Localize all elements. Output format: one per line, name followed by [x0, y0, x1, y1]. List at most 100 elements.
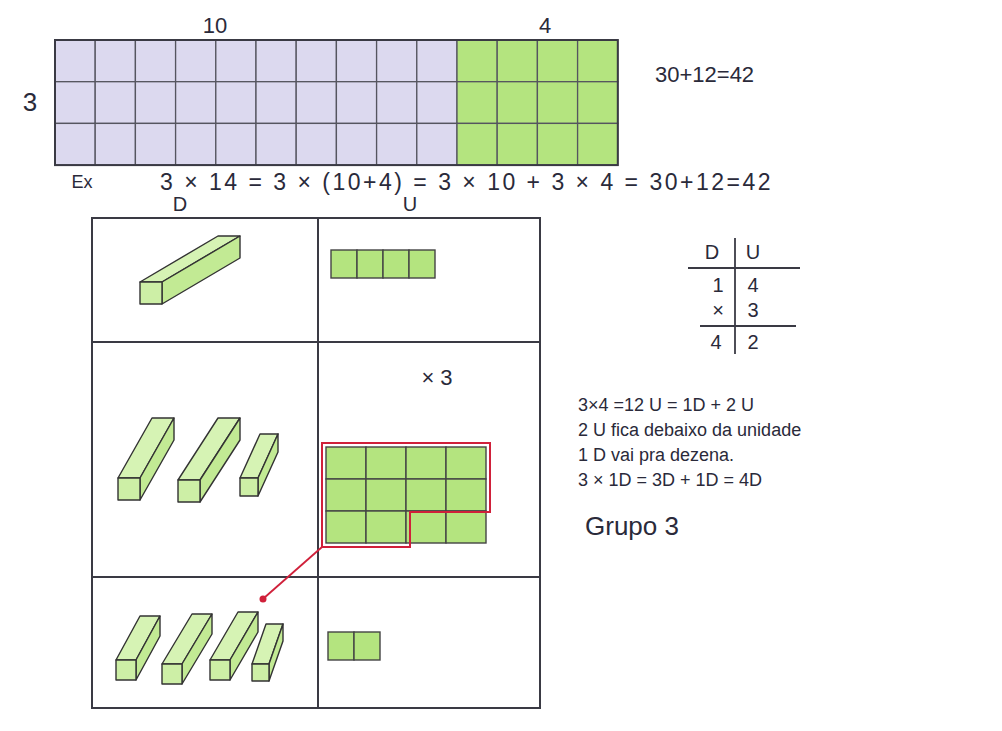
twelve-units — [326, 447, 486, 543]
ten-rod — [252, 624, 283, 681]
ten-rod — [140, 236, 240, 304]
ten-rod — [116, 616, 160, 680]
unit-square — [326, 511, 366, 543]
grid-cell — [537, 123, 577, 165]
grid-cell — [578, 82, 618, 124]
grid-cell — [256, 40, 296, 82]
grid-cell — [578, 40, 618, 82]
ten-rod — [162, 614, 212, 684]
rod-face — [240, 478, 258, 496]
digit: 4 — [710, 331, 721, 354]
rod-face — [178, 480, 200, 502]
unit-square — [357, 250, 383, 278]
table-rule — [317, 218, 319, 708]
ten-rod — [118, 418, 174, 500]
grid-cell — [216, 123, 256, 165]
algorithm-rule — [700, 325, 796, 327]
column-algorithm — [688, 238, 800, 354]
group-signature: Grupo 3 — [585, 512, 679, 542]
grid-cell — [216, 40, 256, 82]
column-count: 10 — [203, 13, 227, 38]
grid-cell — [216, 82, 256, 124]
grid-cell — [296, 82, 336, 124]
unit-square — [383, 250, 409, 278]
ten-rod — [240, 434, 278, 496]
table-rule — [92, 341, 540, 343]
rod-face — [269, 624, 283, 681]
grid-cell — [95, 40, 135, 82]
grid-cell — [296, 40, 336, 82]
unit-square — [366, 479, 406, 511]
grid-cell — [537, 40, 577, 82]
example-mark: Ex — [71, 172, 92, 193]
grid-cell — [336, 40, 376, 82]
unit-square — [446, 479, 486, 511]
grid-cell — [135, 123, 175, 165]
rod-face — [162, 236, 240, 304]
algorithm-rule — [688, 267, 800, 269]
grid-cell — [256, 82, 296, 124]
grid-cell — [377, 40, 417, 82]
grid-cell — [176, 40, 216, 82]
grid-cell — [336, 123, 376, 165]
explanation-note: 1 D vai pra dezena. — [578, 445, 734, 466]
unit-square — [406, 479, 446, 511]
column-header: D — [173, 193, 187, 216]
grid-cell — [95, 82, 135, 124]
table-border — [92, 218, 540, 708]
four-units — [331, 250, 435, 278]
rod-face — [252, 664, 269, 681]
unit-square — [366, 447, 406, 479]
unit-square — [326, 447, 366, 479]
digit: 4 — [747, 274, 758, 297]
rod-face — [118, 478, 140, 500]
column-header: D — [705, 241, 719, 264]
place-value-table — [92, 218, 540, 708]
carry-leader — [264, 547, 322, 598]
explanation-note: 2 U fica debaixo da unidade — [578, 420, 801, 441]
grid-cell — [497, 40, 537, 82]
unit-square — [331, 250, 357, 278]
explanation-note: 3 × 1D = 3D + 1D = 4D — [578, 470, 762, 491]
digit: 3 — [747, 299, 758, 322]
unit-square — [328, 632, 354, 660]
rod-face — [182, 614, 212, 684]
rod-face — [116, 660, 136, 680]
grid-outline — [55, 40, 618, 165]
grid-cell — [95, 123, 135, 165]
column-header: U — [403, 193, 417, 216]
carry-dot — [260, 596, 267, 603]
digit: 2 — [747, 331, 758, 354]
grid-cell — [55, 40, 95, 82]
grid-cell — [176, 82, 216, 124]
grid-cell — [135, 82, 175, 124]
operator: × — [712, 299, 724, 322]
unit-square — [366, 511, 406, 543]
row-count: 3 — [23, 88, 37, 118]
grid-cell — [377, 123, 417, 165]
unit-square — [446, 511, 486, 543]
ten-grouping-outline — [322, 443, 490, 547]
ten-rod — [178, 418, 240, 502]
grid-cell — [296, 123, 336, 165]
grid-cell — [497, 82, 537, 124]
grid-cell — [497, 123, 537, 165]
multiplier: × 3 — [421, 365, 452, 390]
explanation-note: 3×4 =12 U = 1D + 2 U — [578, 395, 754, 416]
rod-face — [140, 418, 174, 500]
grid-cell — [417, 123, 457, 165]
rod-face — [136, 616, 160, 680]
area-sum: 30+12=42 — [655, 62, 754, 87]
area-grid — [55, 40, 618, 165]
grid-cell — [417, 40, 457, 82]
unit-square — [409, 250, 435, 278]
grid-cell — [55, 123, 95, 165]
column-count: 4 — [539, 13, 551, 38]
grid-cell — [457, 40, 497, 82]
column-header: U — [746, 241, 760, 264]
grid-cell — [176, 123, 216, 165]
table-rule — [92, 576, 540, 578]
